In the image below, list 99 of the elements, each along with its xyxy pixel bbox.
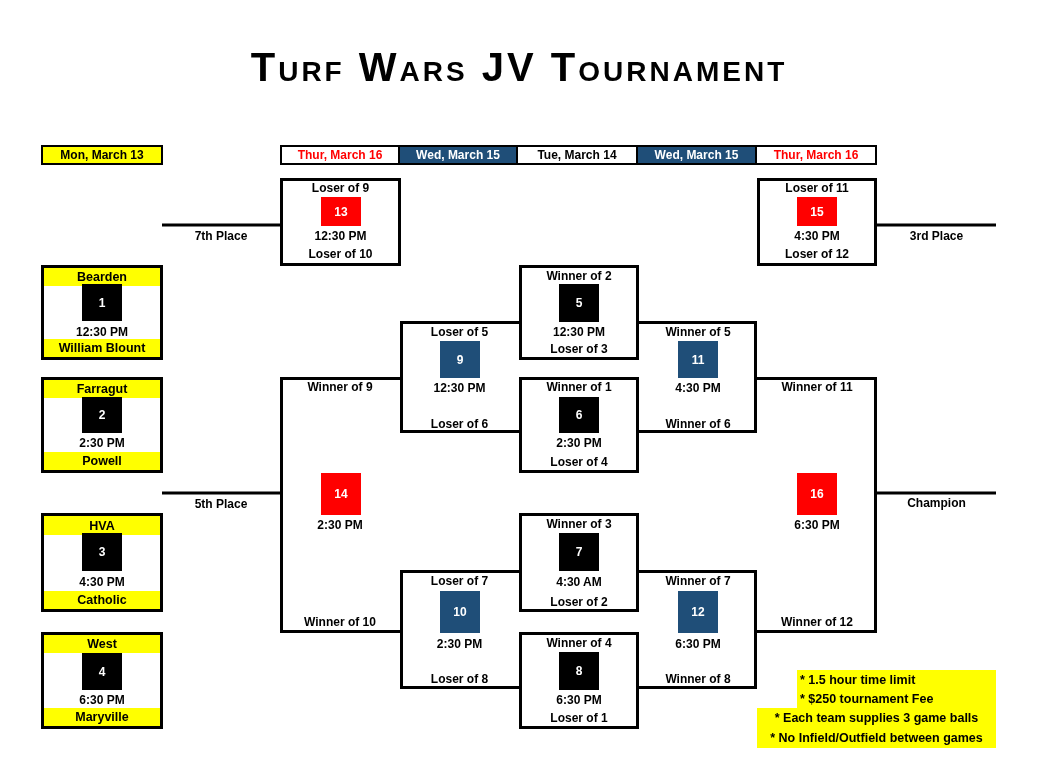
- game-time: 6:30 PM: [675, 637, 721, 651]
- game-number-tile: 2: [82, 397, 122, 433]
- placement-label: 7th Place: [194, 229, 248, 243]
- bracket-line: [162, 491, 280, 495]
- game-box: [41, 632, 163, 729]
- game-box: [400, 321, 519, 433]
- game-box: [639, 321, 757, 433]
- matchup-text: Loser of 10: [308, 247, 373, 261]
- date-header: Thur, March 16: [280, 145, 400, 165]
- date-header: Mon, March 13: [41, 145, 163, 165]
- rule-note: * Each team supplies 3 game balls: [757, 708, 996, 728]
- game-box: [757, 178, 877, 266]
- game-box: [41, 265, 163, 360]
- rule-note: * 1.5 hour time limit: [797, 670, 996, 689]
- bracket-line: [162, 223, 280, 227]
- date-header: Wed, March 15: [400, 145, 518, 165]
- matchup-text: Winner of 12: [781, 615, 853, 629]
- game-number-tile: 11: [678, 341, 718, 378]
- rule-note: * No Infield/Outfield between games: [757, 728, 996, 748]
- game-box: [639, 570, 757, 689]
- game-box: [519, 513, 639, 612]
- matchup-text: Loser of 7: [430, 574, 489, 588]
- matchup-text: Winner of 7: [665, 574, 731, 588]
- team-band: West: [44, 635, 160, 653]
- matchup-text: Loser of 3: [550, 342, 608, 356]
- matchup-text: Loser of 1: [550, 711, 608, 725]
- game-time: 2:30 PM: [556, 436, 602, 450]
- game-time: 2:30 PM: [79, 436, 125, 450]
- game-number-tile: 4: [82, 653, 122, 690]
- bracket-line: [877, 223, 996, 227]
- matchup-text: Winner of 4: [546, 636, 612, 650]
- placement-label: Champion: [907, 496, 966, 510]
- bracket-line: [877, 491, 996, 495]
- matchup-text: Winner of 8: [665, 672, 731, 686]
- game-box: [280, 377, 400, 633]
- rule-note: * $250 tournament Fee: [797, 689, 996, 708]
- matchup-text: Loser of 11: [785, 181, 849, 195]
- date-header: Wed, March 15: [638, 145, 757, 165]
- matchup-text: Loser of 8: [430, 672, 489, 686]
- team-band: Maryville: [44, 708, 160, 726]
- matchup-text: Winner of 10: [304, 615, 376, 629]
- game-box: [519, 632, 639, 729]
- game-number-tile: 3: [82, 533, 122, 571]
- team-band: Farragut: [44, 380, 160, 398]
- title: Turf Wars JV Tournament: [250, 44, 788, 90]
- game-number-tile: 5: [559, 284, 599, 322]
- game-time: 6:30 PM: [556, 693, 602, 707]
- matchup-text: Loser of 12: [785, 247, 849, 261]
- game-number-tile: 9: [440, 341, 480, 378]
- game-number-tile: 10: [440, 591, 480, 633]
- game-number-tile: 8: [559, 652, 599, 690]
- game-number-tile: 15: [797, 197, 837, 226]
- matchup-text: Winner of 1: [546, 380, 612, 394]
- game-time: 4:30 PM: [794, 229, 840, 243]
- matchup-text: Winner of 3: [546, 517, 612, 531]
- matchup-text: Loser of 4: [550, 455, 608, 469]
- game-box: [757, 377, 877, 633]
- matchup-text: Winner of 11: [781, 380, 853, 394]
- game-time: 12:30 PM: [433, 381, 486, 395]
- matchup-text: Loser of 9: [311, 181, 370, 195]
- matchup-text: Loser of 5: [430, 325, 489, 339]
- team-band: HVA: [44, 516, 160, 535]
- game-number-tile: 1: [82, 284, 122, 321]
- matchup-text: Winner of 2: [546, 269, 612, 283]
- game-box: [400, 570, 519, 689]
- matchup-text: Winner of 6: [665, 417, 731, 431]
- game-box: [280, 178, 401, 266]
- team-band: Powell: [44, 452, 160, 470]
- matchup-text: Loser of 6: [430, 417, 489, 431]
- game-time: 2:30 PM: [436, 637, 483, 651]
- game-number-tile: 12: [678, 591, 718, 633]
- date-header: Tue, March 14: [518, 145, 638, 165]
- game-box: [519, 265, 639, 360]
- game-time: 12:30 PM: [314, 229, 367, 243]
- game-number-tile: 7: [559, 533, 599, 571]
- matchup-text: Loser of 2: [550, 595, 608, 609]
- placement-label: 3rd Place: [909, 229, 964, 243]
- game-time: 6:30 PM: [79, 693, 125, 707]
- game-box: [41, 513, 163, 612]
- game-number-tile: 16: [797, 473, 837, 515]
- game-box: [41, 377, 163, 473]
- game-time: 6:30 PM: [794, 518, 840, 532]
- game-number-tile: 14: [321, 473, 361, 515]
- game-box: [519, 377, 639, 473]
- team-band: Bearden: [44, 268, 160, 286]
- game-number-tile: 13: [321, 197, 361, 226]
- date-header: Thur, March 16: [757, 145, 877, 165]
- team-band: Catholic: [44, 591, 160, 609]
- matchup-text: Winner of 9: [307, 380, 373, 394]
- game-time: 12:30 PM: [553, 325, 605, 339]
- game-number-tile: 6: [559, 397, 599, 433]
- team-band: William Blount: [44, 339, 160, 357]
- matchup-text: Winner of 5: [665, 325, 731, 339]
- game-time: 4:30 AM: [556, 575, 602, 589]
- game-time: 4:30 PM: [675, 381, 721, 395]
- game-time: 4:30 PM: [79, 575, 125, 589]
- game-time: 12:30 PM: [76, 325, 128, 339]
- placement-label: 5th Place: [194, 497, 248, 511]
- game-time: 2:30 PM: [317, 518, 363, 532]
